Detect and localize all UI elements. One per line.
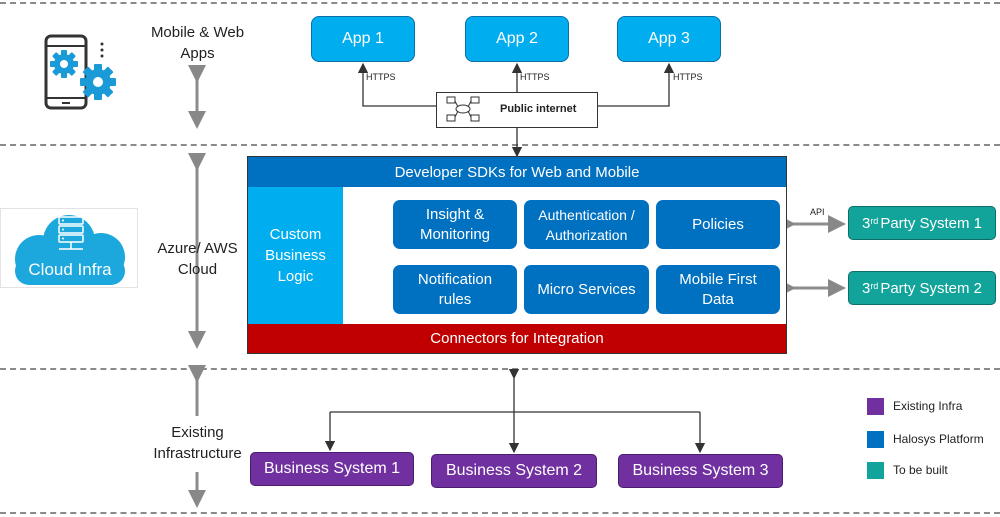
layer-label-infra: Existing Infrastructure [153,424,242,462]
legend-swatch-to-be-built [867,462,884,479]
app-1-box[interactable]: App 1 [311,16,415,62]
legend-label-existing: Existing Infra [893,399,963,413]
third-party-1-label: Party System 1 [880,214,983,232]
cloud-server-icon [15,215,125,285]
https-label-2: HTTPS [520,72,550,82]
tile-notification-rules[interactable]: Notification rules [393,265,517,314]
third-party-1-sup: rd [870,216,879,226]
mobile-gears-icon [44,34,116,110]
divider-mobile-cloud [0,144,1000,146]
tile-authentication[interactable]: Authentication / Authorization [524,200,649,249]
layer-label-cloud: Azure/ AWS Cloud [157,240,238,278]
https-label-3: HTTPS [673,72,703,82]
tile-policies[interactable]: Policies [656,200,780,249]
legend-label-halosys: Halosys Platform [893,432,984,446]
app-2-box[interactable]: App 2 [465,16,569,62]
legend-swatch-existing [867,398,884,415]
tile-micro-services[interactable]: Micro Services [524,265,649,314]
https-label-1: HTTPS [366,72,396,82]
public-internet-label: Public internet [500,103,577,115]
cloud-infra-label: Cloud Infra [28,260,112,279]
app-3-box[interactable]: App 3 [617,16,721,62]
divider-bottom [0,512,1000,514]
cloud-infra-panel: Cloud Infra [0,208,138,288]
legend-label-to-be-built: To be built [893,463,948,477]
platform-header: Developer SDKs for Web and Mobile [248,157,786,187]
legend-swatch-halosys [867,431,884,448]
network-icon [446,96,480,122]
divider-cloud-infra [0,368,1000,370]
tile-mobile-first-data[interactable]: Mobile First Data [656,265,780,314]
business-system-2[interactable]: Business System 2 [431,454,597,488]
tile-insight-monitoring[interactable]: Insight & Monitoring [393,200,517,249]
connectors-footer: Connectors for Integration [248,324,786,353]
third-party-1-num: 3 [861,214,871,232]
layer-label-mobile: Mobile & Web Apps [150,24,245,62]
third-party-2-label: Party System 2 [880,279,983,297]
custom-business-logic[interactable]: Custom Business Logic [248,187,343,324]
third-party-2-num: 3 [861,279,871,297]
business-system-1[interactable]: Business System 1 [250,452,414,486]
public-internet-box: Public internet [436,92,598,128]
third-party-2-sup: rd [870,281,879,291]
api-label: API [810,207,825,217]
business-system-3[interactable]: Business System 3 [618,454,783,488]
divider-top [0,2,1000,4]
